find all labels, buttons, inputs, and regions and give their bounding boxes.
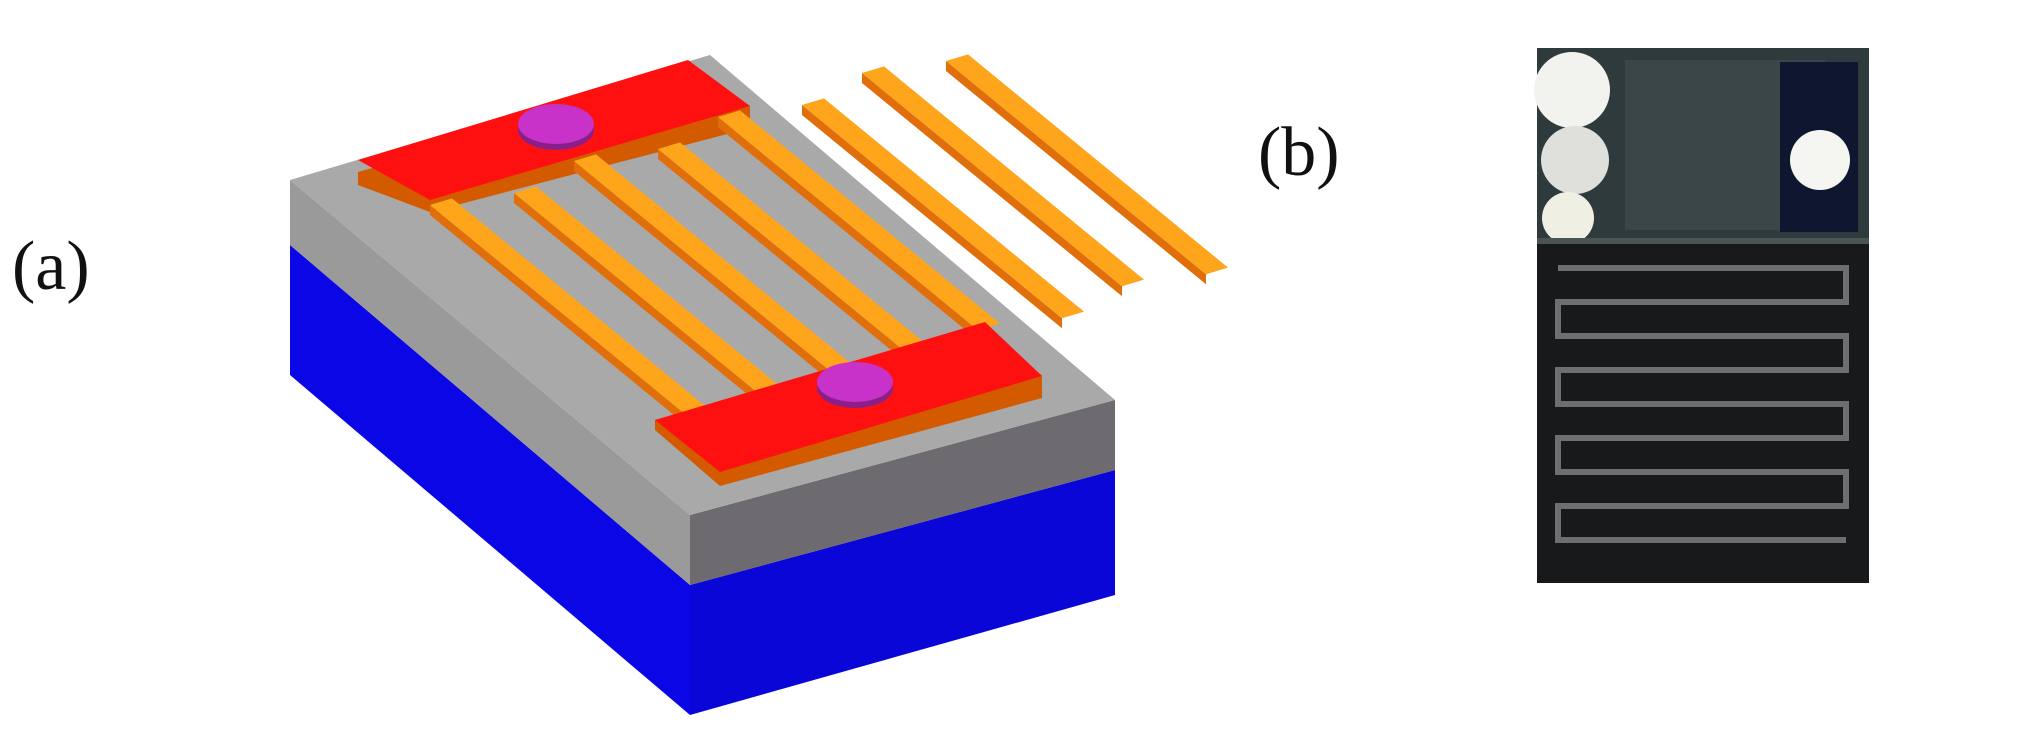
- finger: [514, 186, 796, 407]
- serpentine-trace-line: [1555, 265, 1849, 543]
- finger: [862, 66, 1144, 287]
- finger: [718, 110, 1000, 331]
- finger: [574, 154, 856, 375]
- base-block-left-face: [290, 245, 690, 715]
- finger-side: [514, 193, 774, 417]
- finger: [946, 54, 1228, 275]
- finger-side: [658, 149, 918, 373]
- photo-serpentine-trace: [1555, 265, 1849, 543]
- substrate-right-face: [690, 400, 1115, 585]
- solder-blob-left-middle: [1541, 126, 1609, 194]
- finger-side: [430, 205, 690, 429]
- finger-side: [946, 61, 1206, 285]
- sensor-schematic: [290, 54, 1228, 715]
- solder-blob-left-top: [1534, 52, 1610, 128]
- substrate-left-face: [290, 180, 690, 585]
- finger-side: [862, 73, 1122, 297]
- finger-side: [718, 117, 978, 341]
- sensor-photo: [1534, 48, 1869, 583]
- finger-side: [802, 105, 1062, 329]
- solder-blob-right: [1790, 130, 1850, 190]
- panel-label-b: (b): [1258, 114, 1340, 191]
- finger: [658, 142, 940, 363]
- photo-separator: [1537, 238, 1869, 244]
- lower-contact-dot: [817, 362, 893, 402]
- upper-contact-dot: [518, 104, 594, 144]
- finger: [802, 98, 1084, 319]
- base-block-right-face: [690, 470, 1115, 715]
- finger: [430, 198, 712, 419]
- solder-blob-left-bottom: [1542, 192, 1594, 244]
- finger-side: [574, 161, 834, 385]
- panel-label-a: (a): [12, 228, 90, 305]
- finger-array: [430, 54, 1228, 429]
